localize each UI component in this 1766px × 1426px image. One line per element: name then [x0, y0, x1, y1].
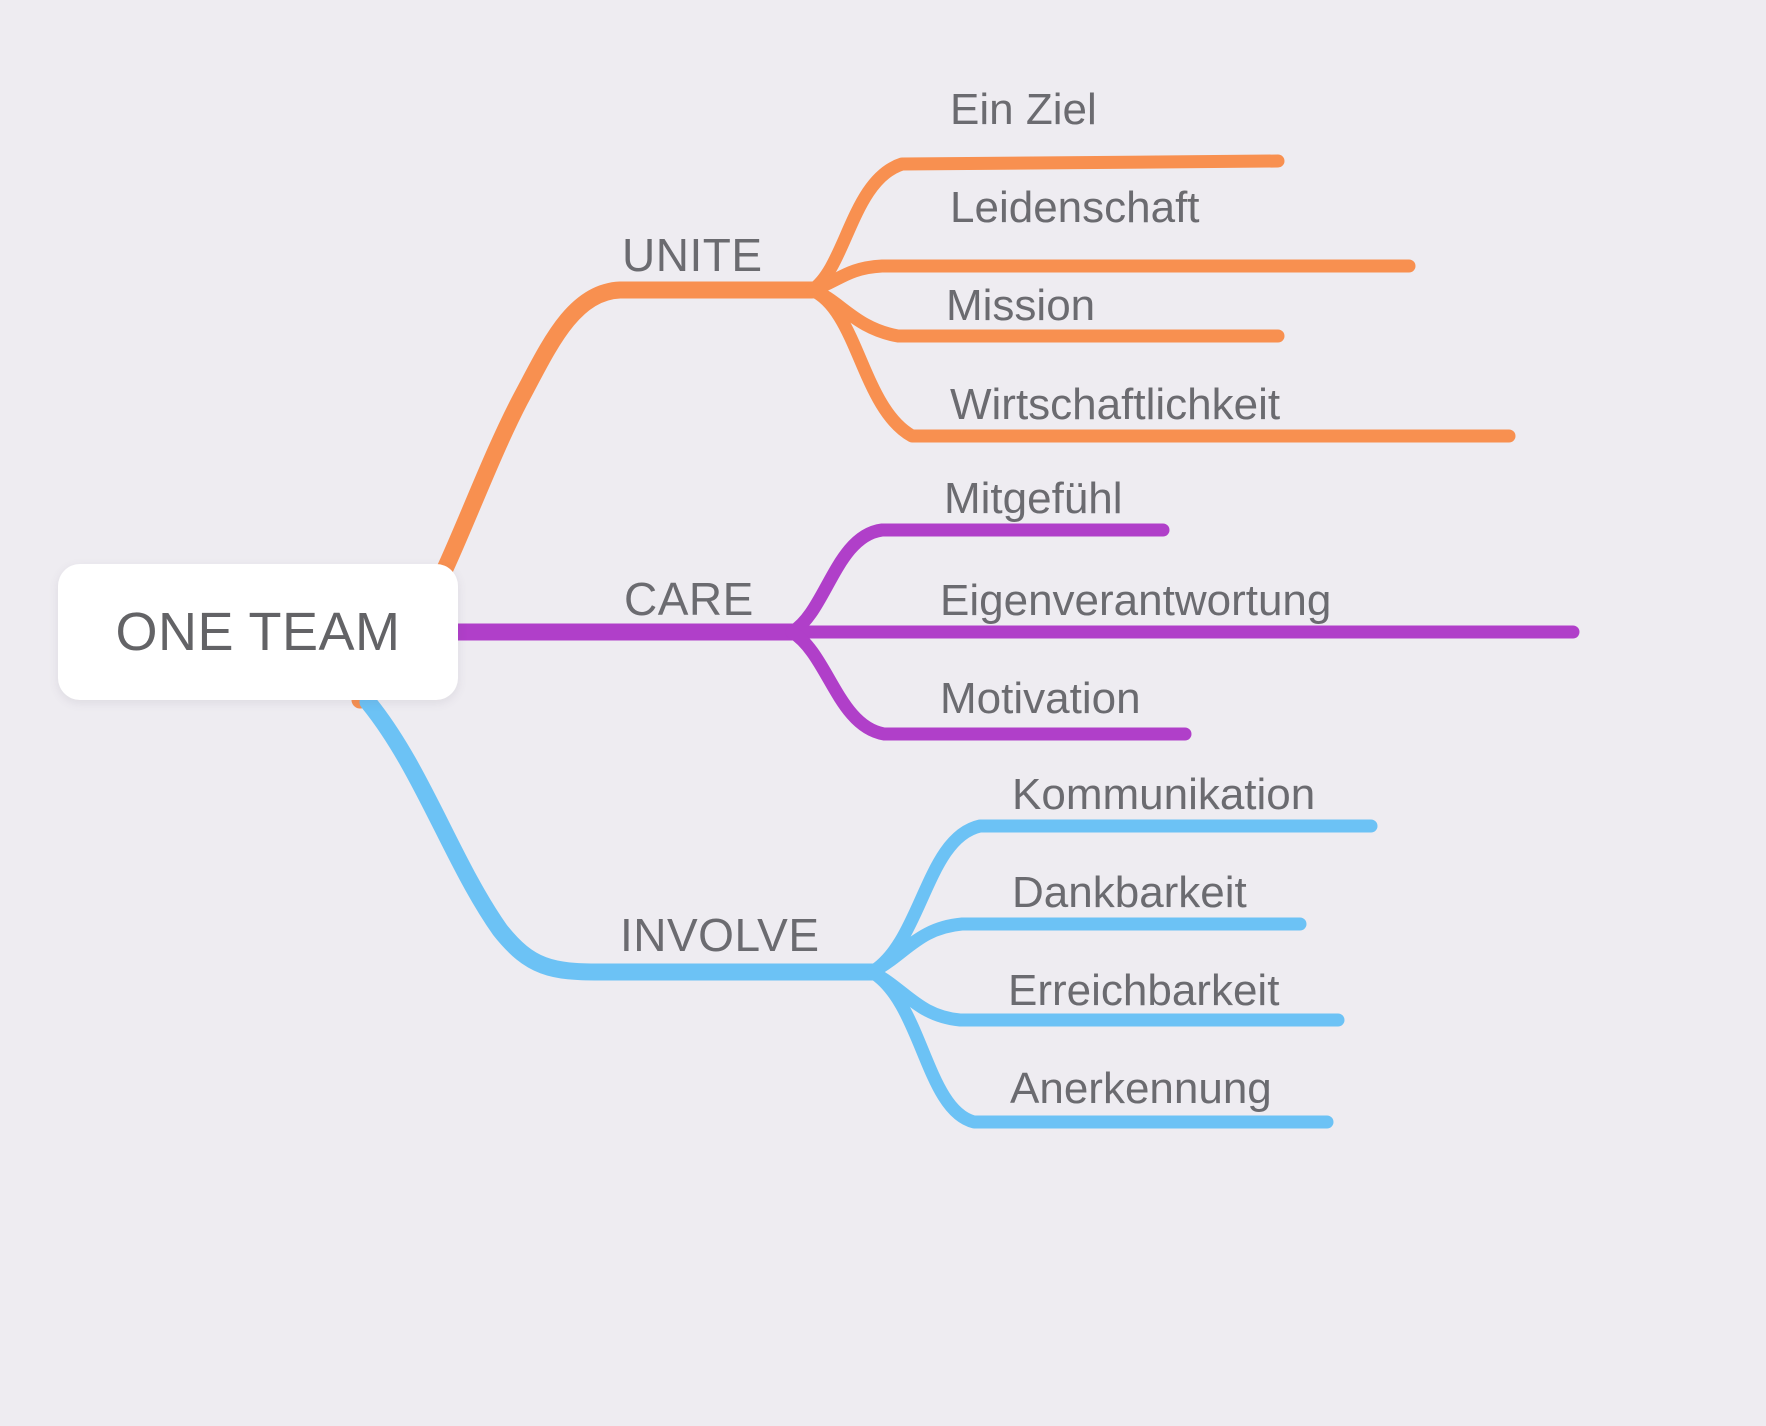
leaf-label-mission[interactable]: Mission: [946, 281, 1096, 330]
branch-connector-involve-dankbarkeit: [865, 917, 1307, 979]
branch-label-involve[interactable]: INVOLVE: [620, 909, 820, 961]
central-node[interactable]: ONE TEAM: [58, 564, 458, 700]
branch-label-unite[interactable]: UNITE: [622, 229, 763, 281]
leaf-label-mitgefuehl[interactable]: Mitgefühl: [944, 474, 1123, 523]
leaf-label-ein-ziel[interactable]: Ein Ziel: [950, 85, 1097, 134]
leaf-label-wirtschaftlichkeit[interactable]: Wirtschaftlichkeit: [950, 380, 1281, 429]
central-node-label: ONE TEAM: [115, 602, 401, 662]
leaf-label-anerkennung[interactable]: Anerkennung: [1010, 1064, 1272, 1113]
branch-label-care[interactable]: CARE: [624, 573, 754, 625]
leaf-label-motivation[interactable]: Motivation: [940, 674, 1141, 723]
leaf-label-leidenschaft[interactable]: Leidenschaft: [950, 183, 1200, 232]
leaf-label-kommunikation[interactable]: Kommunikation: [1012, 770, 1316, 819]
leaf-label-dankbarkeit[interactable]: Dankbarkeit: [1012, 868, 1247, 917]
branch-connector-unite-leidenschaft: [805, 259, 1416, 297]
leaf-label-eigenverantwortung[interactable]: Eigenverantwortung: [940, 576, 1332, 625]
leaf-label-erreichbarkeit[interactable]: Erreichbarkeit: [1008, 966, 1280, 1015]
